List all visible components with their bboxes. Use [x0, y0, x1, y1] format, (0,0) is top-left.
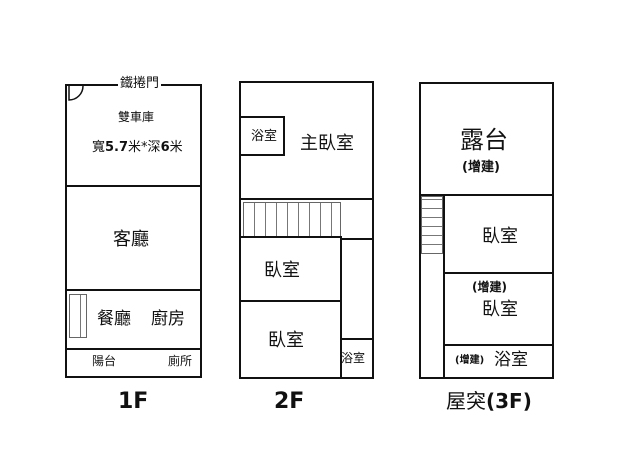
- garage-width: 5.7: [105, 140, 129, 155]
- size-suffix: 米: [169, 140, 183, 155]
- bath-2f-bottom: [340, 338, 374, 379]
- staircase-3f: [421, 196, 443, 254]
- garage-door-label: 鐵捲門: [118, 76, 162, 91]
- floor-2-label: 2F: [274, 389, 305, 414]
- living-room-label: 客廳: [113, 229, 149, 250]
- terrace-label: 露台: [460, 126, 508, 154]
- bedroom-3f-label-b: 臥室: [482, 299, 518, 320]
- toilet-label: 廁所: [168, 354, 193, 368]
- size-mid: 米*深: [128, 140, 161, 155]
- garage-depth: 6: [160, 140, 170, 155]
- garage-living-wall: [67, 185, 200, 187]
- bedroom-3f-b: [443, 272, 554, 346]
- bath2-label: 浴室: [341, 351, 366, 365]
- bedroom-3f-note: (增建): [472, 280, 507, 294]
- bedroom-2f-b: [239, 300, 342, 379]
- kitchen-label: 廚房: [151, 309, 185, 329]
- terrace-note: (增建): [462, 160, 500, 175]
- garage-size-label: 寬5.7米*深6米: [92, 141, 183, 154]
- floor-1-plan: [65, 84, 202, 378]
- balcony-label: 陽台: [92, 354, 117, 368]
- staircase-1f: [69, 294, 87, 338]
- floor-1-label: 1F: [118, 389, 149, 414]
- terrace: [419, 82, 554, 196]
- floor-3-prefix: 屋突: [446, 389, 486, 413]
- living-dining-wall: [67, 289, 200, 291]
- staircase-2f: [243, 202, 341, 238]
- size-prefix: 寬: [92, 140, 106, 155]
- bath-3f-label: 浴室: [494, 350, 528, 370]
- bedroom-2f-a: [239, 236, 342, 302]
- bath-3f-note: (增建): [455, 355, 485, 366]
- bath-2f-top: [239, 116, 285, 156]
- bedroom-3f-label-a: 臥室: [482, 226, 518, 247]
- floor-3-suffix: (3F): [486, 389, 532, 413]
- master-bottom-wall: [241, 198, 372, 200]
- door-swing-icon: [68, 86, 84, 101]
- bedroom-3f-a: [443, 194, 554, 274]
- bath-label: 浴室: [251, 129, 278, 144]
- garage-label: 雙車庫: [118, 110, 155, 124]
- master-bedroom-label: 主臥室: [300, 133, 354, 154]
- dining-room-label: 餐廳: [97, 309, 131, 329]
- bath-3f: [443, 344, 554, 379]
- bedroom-label-b: 臥室: [268, 330, 304, 351]
- floor-3-label: 屋突(3F): [446, 391, 532, 411]
- dining-balcony-wall: [67, 348, 200, 350]
- bedroom-label-a: 臥室: [264, 260, 300, 281]
